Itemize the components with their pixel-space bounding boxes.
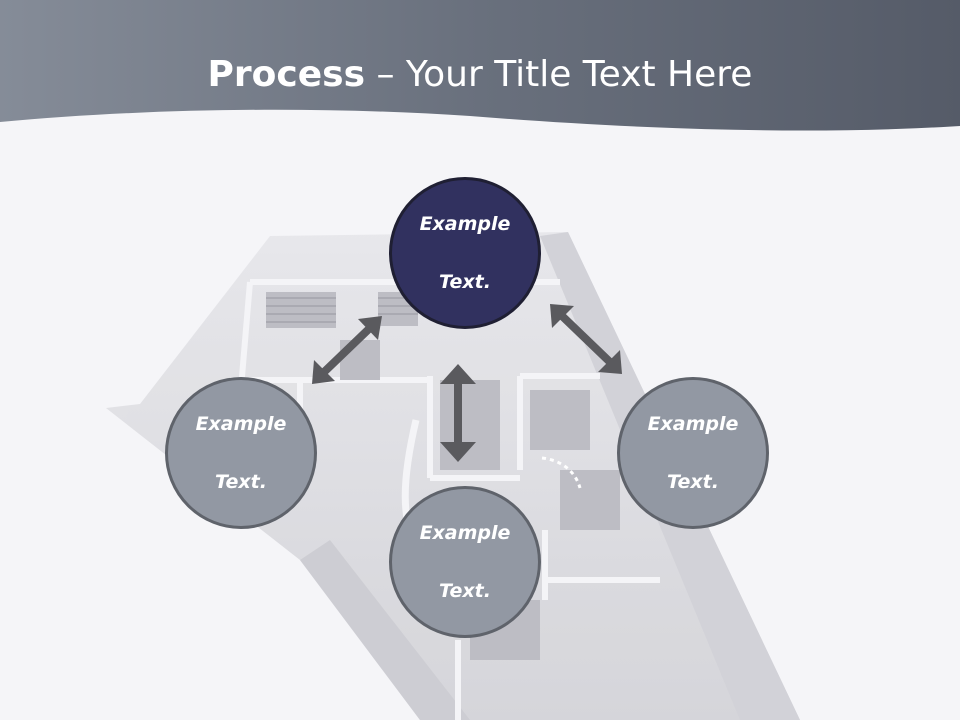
arrow-top-left <box>312 316 382 384</box>
node-right-line1: Example <box>647 412 739 435</box>
header-band <box>0 0 960 131</box>
node-bottom-line1: Example <box>419 521 511 544</box>
node-bottom-line2: Text. <box>439 579 491 602</box>
title-bold: Process <box>207 54 366 95</box>
node-left-line2: Text. <box>215 470 267 493</box>
arrow-top-right <box>550 304 622 374</box>
arrow-vertical <box>440 364 476 462</box>
node-left-line1: Example <box>195 412 287 435</box>
title-rest: – Your Title Text Here <box>365 54 753 95</box>
slide-title: Process – Your Title Text Here <box>0 52 960 98</box>
node-top-line2: Text. <box>439 270 491 293</box>
node-right-line2: Text. <box>667 470 719 493</box>
node-top-line1: Example <box>419 212 511 235</box>
